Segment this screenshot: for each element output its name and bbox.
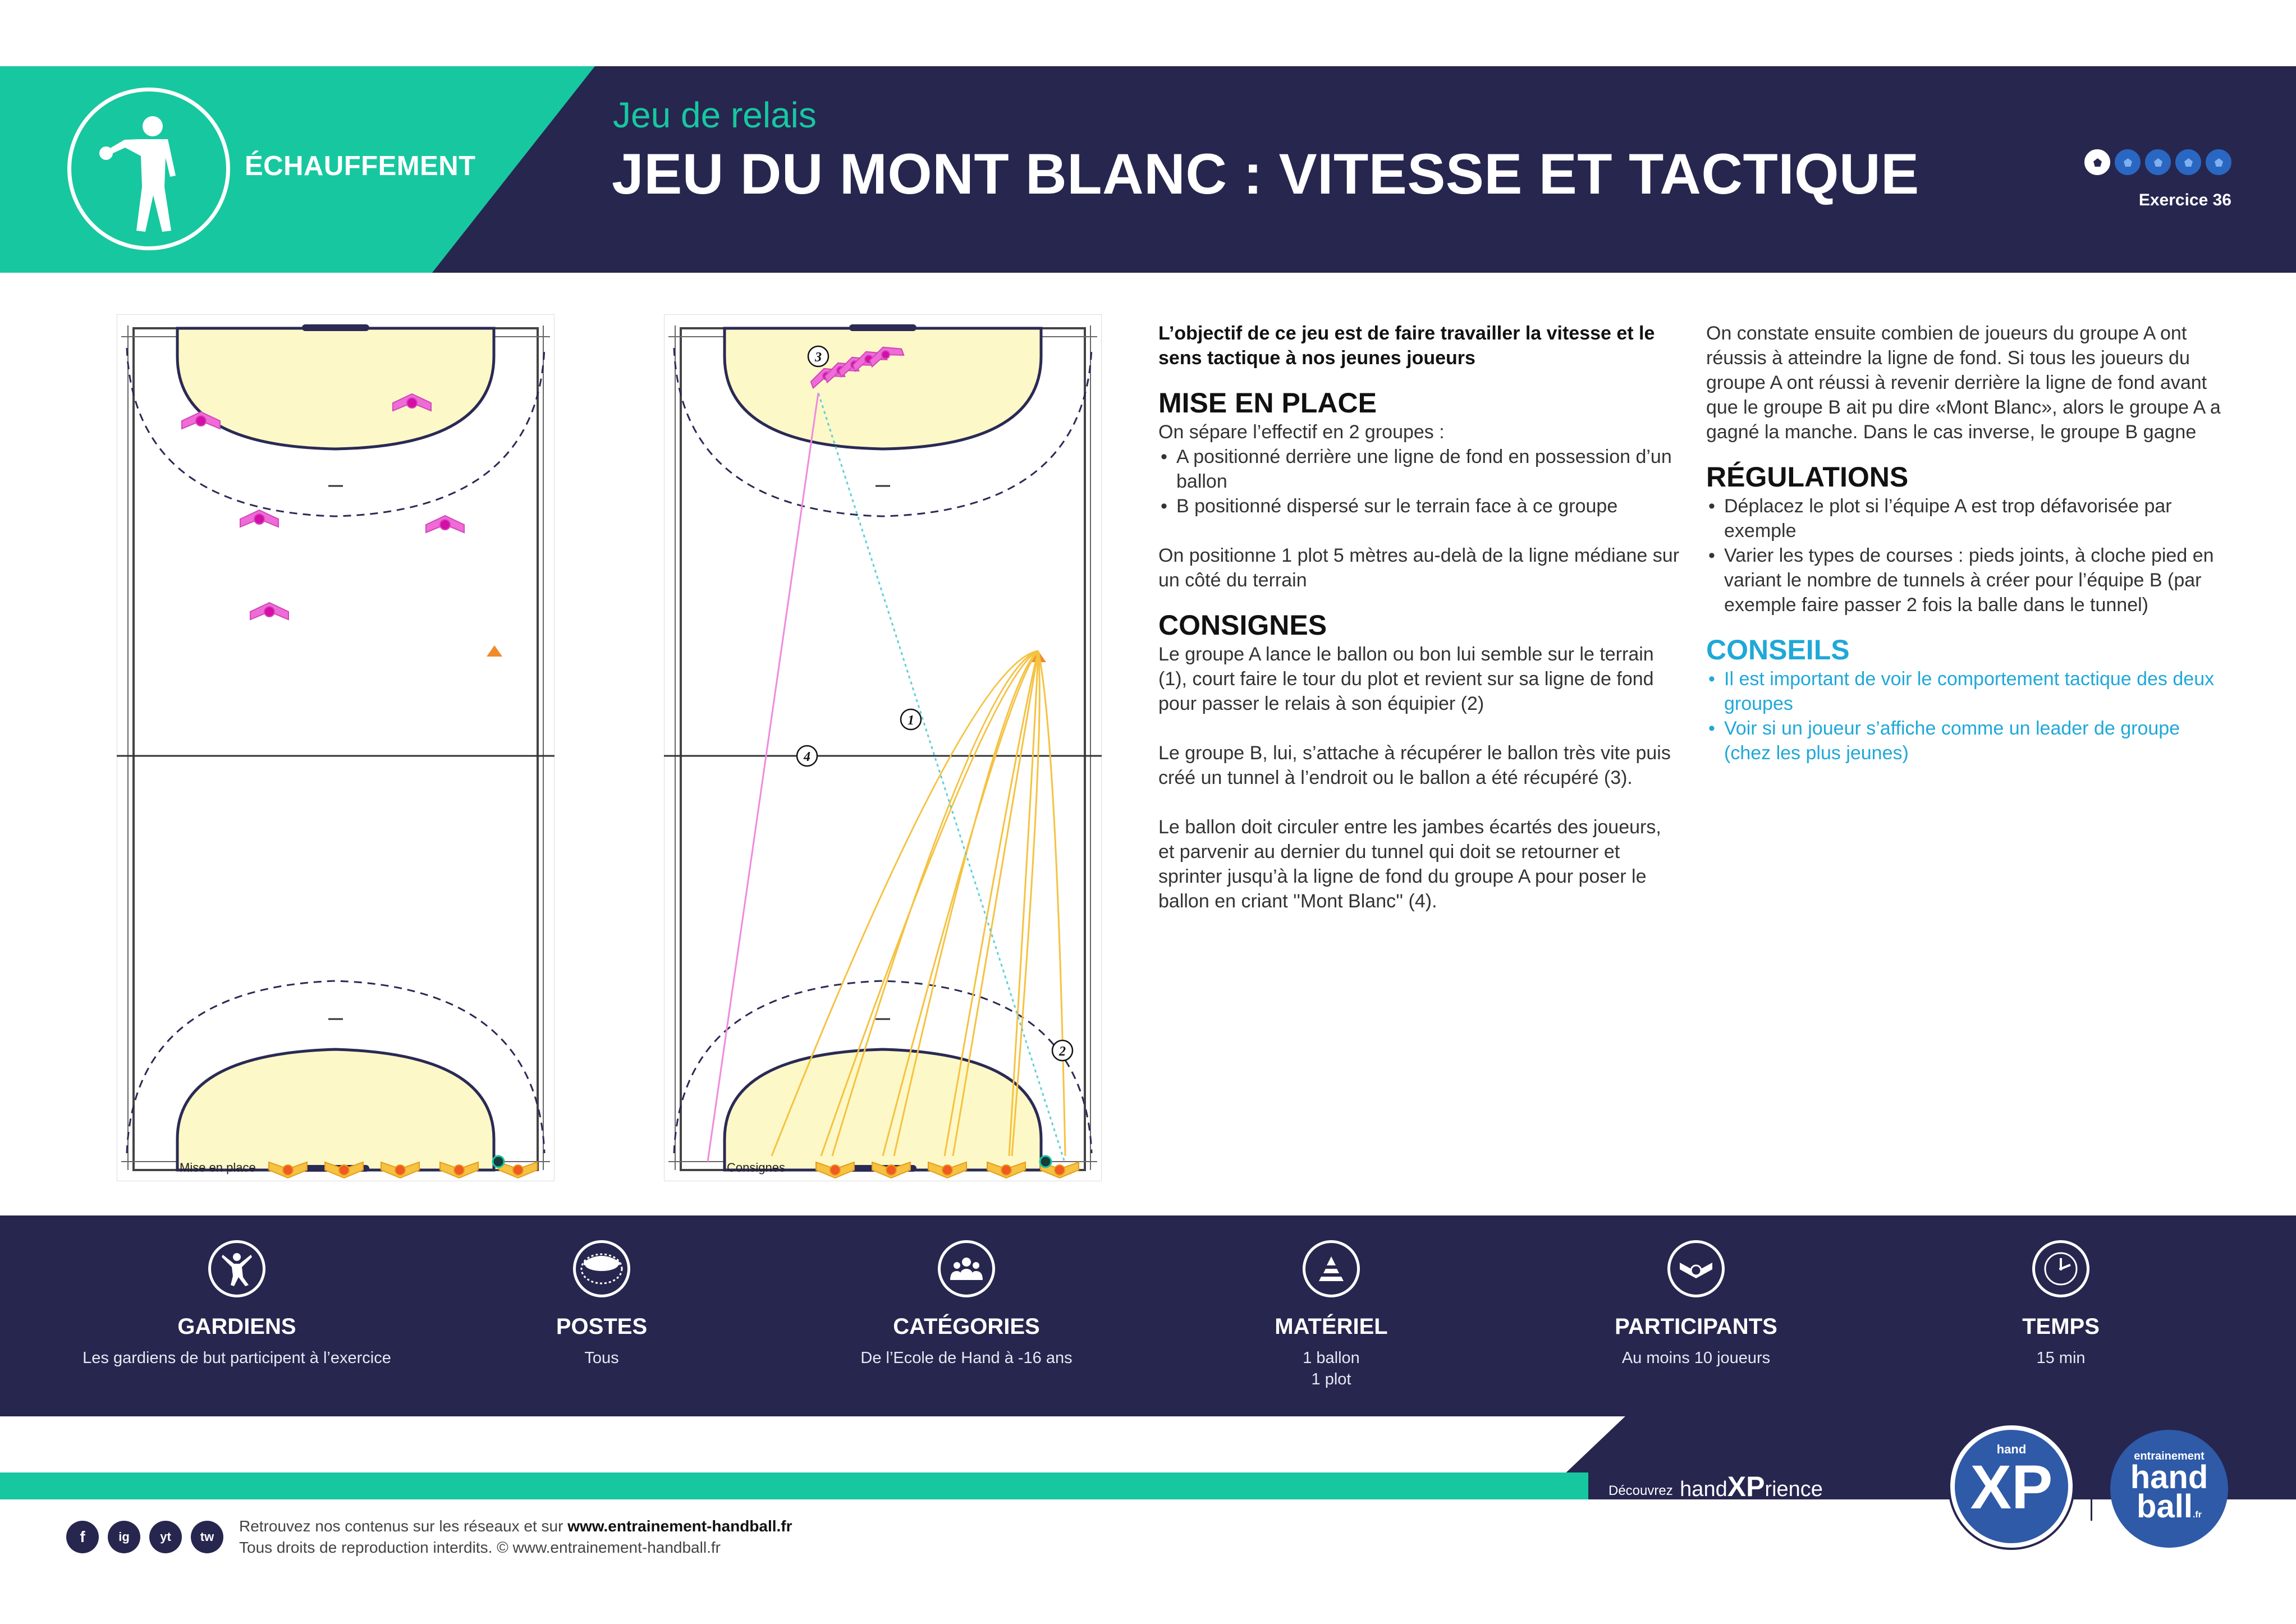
- youtube-icon[interactable]: yt: [149, 1521, 182, 1553]
- handxp-logo[interactable]: hand XP: [1950, 1425, 2073, 1548]
- footer-accent: [0, 1472, 1588, 1499]
- ball-icon: [2115, 149, 2141, 175]
- group-b-players: [181, 393, 465, 621]
- promo-prefix: Découvrez: [1608, 1483, 1673, 1498]
- promo-by: par entrainement-handball.fr: [1667, 1499, 1823, 1513]
- players-icon: [1667, 1240, 1725, 1297]
- logo-text: XP: [1970, 1453, 2053, 1522]
- info-text: 1 plot: [1311, 1370, 1351, 1388]
- setup-list: A positionné derrière une ligne de fond …: [1158, 444, 1680, 519]
- step-2-marker: 2: [1058, 1044, 1066, 1059]
- setup-text: On sépare l’effectif en 2 groupes :: [1158, 421, 1445, 443]
- logo-text-ball: ball: [2137, 1488, 2193, 1525]
- list-item: Déplacez le plot si l’équipe A est trop …: [1706, 494, 2228, 543]
- tips-list: Il est important de voir le comportement…: [1706, 667, 2228, 765]
- intro-text: L’objectif de ce jeu est de faire travai…: [1158, 323, 1655, 369]
- entrainement-handball-logo[interactable]: entrainement hand ball.fr: [2110, 1430, 2228, 1548]
- info-title: CATÉGORIES: [893, 1314, 1040, 1339]
- logo-text: hand: [2130, 1459, 2208, 1495]
- step-1-marker: 1: [908, 713, 914, 728]
- list-item: Varier les types de courses : pieds join…: [1706, 543, 2228, 617]
- handxprience-promo[interactable]: Découvrez handXPrience par entrainement-…: [1608, 1470, 1823, 1514]
- website-link[interactable]: www.entrainement-handball.fr: [567, 1517, 792, 1535]
- instructions-p2: Le groupe B, lui, s’attache à récupérer …: [1158, 742, 1671, 788]
- promo-brand-c: rience: [1765, 1478, 1823, 1501]
- info-text: Au moins 10 joueurs: [1621, 1349, 1771, 1367]
- goalkeeper-icon: [208, 1240, 265, 1297]
- list-item: B positionné dispersé sur le terrain fac…: [1158, 494, 1680, 519]
- ball-icon: [2145, 149, 2171, 175]
- group-a-players: [268, 1161, 538, 1179]
- pass-path: [817, 392, 1065, 1161]
- heading-conseils: CONSEILS: [1706, 634, 1850, 666]
- player-silhouette-icon: [67, 88, 230, 250]
- ball-icon: [2206, 149, 2231, 175]
- info-title: GARDIENS: [177, 1314, 296, 1339]
- text-column-right: On constate ensuite combien de joueurs d…: [1706, 321, 2228, 765]
- info-title: PARTICIPANTS: [1615, 1314, 1777, 1339]
- page-title: JEU DU MONT BLANC : VITESSE ET TACTIQUE: [612, 142, 1919, 206]
- instructions-p3: Le ballon doit circuler entre les jambes…: [1158, 816, 1661, 912]
- outcome-text: On constate ensuite combien de joueurs d…: [1706, 323, 2221, 443]
- logo-text-2: ball.fr: [2110, 1490, 2228, 1530]
- info-text: Les gardiens de but participent à l’exer…: [83, 1349, 391, 1367]
- instagram-icon[interactable]: ig: [108, 1521, 140, 1553]
- footer-text: Retrouvez nos contenus sur les réseaux e…: [239, 1517, 568, 1535]
- cone-icon: [1303, 1240, 1360, 1297]
- logo-small-text: hand: [1996, 1442, 2027, 1456]
- twitter-icon[interactable]: tw: [191, 1521, 223, 1553]
- text-column-left: L’objectif de ce jeu est de faire travai…: [1158, 321, 1680, 914]
- difficulty-rating: [2084, 149, 2231, 175]
- court-diagram-setup: Mise en place: [117, 314, 554, 1181]
- copyright-text: Tous droits de reproduction interdits. ©…: [239, 1539, 721, 1556]
- run-paths: [771, 650, 1066, 1157]
- heading-mise-en-place: MISE EN PLACE: [1158, 387, 1377, 419]
- promo-brand-a: hand: [1680, 1478, 1727, 1501]
- list-item: Il est important de voir le comportement…: [1706, 667, 2228, 716]
- heading-regulations: RÉGULATIONS: [1706, 461, 1909, 493]
- info-title: MATÉRIEL: [1275, 1314, 1388, 1339]
- info-text: De l’Ecole de Hand à -16 ans: [860, 1349, 1073, 1367]
- step-3-marker: 3: [814, 350, 822, 365]
- facebook-icon[interactable]: f: [66, 1521, 99, 1553]
- info-participants: PARTICIPANTS Au moins 10 joueurs: [1500, 1240, 1892, 1369]
- info-text: 15 min: [2036, 1349, 2086, 1367]
- ball-icon: [2175, 149, 2201, 175]
- regulations-list: Déplacez le plot si l’équipe A est trop …: [1706, 494, 2228, 617]
- step-4-marker: 4: [803, 750, 810, 764]
- final-sprint-path: [707, 392, 819, 1162]
- court-diagram-instructions: 3 1 4 2 Consignes: [664, 314, 1102, 1181]
- ball-icon: [573, 1240, 630, 1297]
- info-equipment: MATÉRIEL 1 ballon 1 plot: [1135, 1240, 1528, 1390]
- list-item: A positionné derrière une ligne de fond …: [1158, 444, 1680, 494]
- info-time: TEMPS 15 min: [1864, 1240, 2257, 1369]
- group-icon: [938, 1240, 995, 1297]
- info-bar: GARDIENS Les gardiens de but participent…: [0, 1215, 2296, 1416]
- footer-social-text: Retrouvez nos contenus sur les réseaux e…: [239, 1517, 792, 1535]
- page-subtitle: Jeu de relais: [613, 95, 817, 135]
- clock-icon: [2032, 1240, 2089, 1297]
- setup-text-2: On positionne 1 plot 5 mètres au-delà de…: [1158, 545, 1680, 591]
- info-categories: CATÉGORIES De l’Ecole de Hand à -16 ans: [770, 1240, 1163, 1369]
- logo-suffix: .fr: [2192, 1510, 2202, 1520]
- exercise-number: Exercice 36: [2138, 191, 2231, 209]
- logo-small-text: entrainement: [2134, 1450, 2205, 1462]
- divider: [2091, 1453, 2092, 1521]
- header-banner: ÉCHAUFFEMENT Jeu de relais JEU DU MONT B…: [0, 66, 2296, 273]
- info-goalkeepers: GARDIENS Les gardiens de but participent…: [40, 1240, 433, 1369]
- info-text: Tous: [584, 1349, 619, 1367]
- info-positions: POSTES Tous: [405, 1240, 798, 1369]
- heading-consignes: CONSIGNES: [1158, 609, 1327, 641]
- list-item: Voir si un joueur s’affiche comme un lea…: [1706, 716, 2228, 765]
- info-text: 1 ballon: [1303, 1349, 1360, 1367]
- section-label: ÉCHAUFFEMENT: [245, 151, 476, 181]
- ball-icon: [2084, 149, 2110, 175]
- promo-brand-b: XP: [1727, 1471, 1765, 1502]
- instructions-p1: Le groupe A lance le ballon ou bon lui s…: [1158, 644, 1654, 714]
- court-caption: Consignes: [727, 1160, 785, 1175]
- info-title: TEMPS: [2022, 1314, 2100, 1339]
- info-title: POSTES: [556, 1314, 648, 1339]
- court-caption: Mise en place: [180, 1160, 256, 1175]
